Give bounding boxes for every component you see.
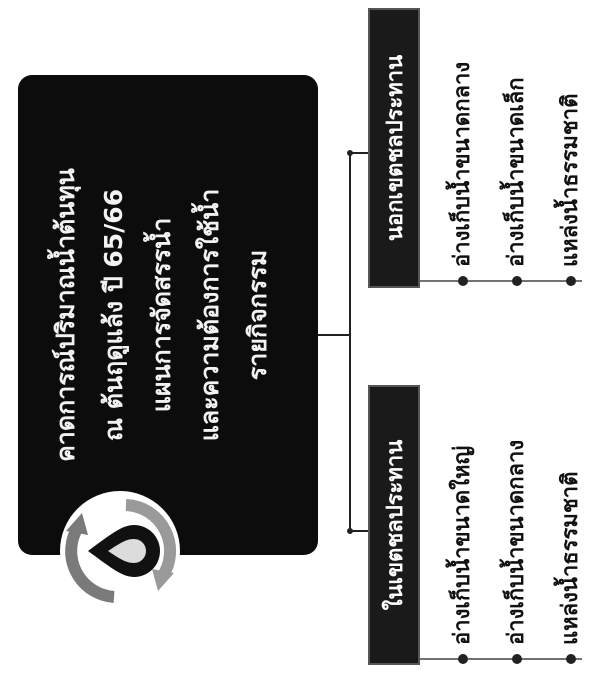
bullet-dot bbox=[458, 276, 468, 286]
out-irrigation-header: นอกเขตชลประทาน bbox=[368, 8, 420, 288]
left-item-1: อ่างเก็บน้ำขนาดใหญ่ bbox=[450, 445, 475, 645]
main-summary-box: คาดการณ์ปริมาณน้ำต้นทุน ณ ต้นฤดูแล้ง ปี … bbox=[18, 75, 318, 555]
bullet-dot bbox=[566, 654, 576, 664]
main-line-4: และความต้องการใช้น้ำ bbox=[195, 188, 224, 442]
bullet-dot bbox=[458, 654, 468, 664]
bullet-dot bbox=[512, 654, 522, 664]
bullet-dot bbox=[512, 276, 522, 286]
water-drop-recycle-icon bbox=[60, 491, 180, 611]
bullet-dot bbox=[566, 276, 576, 286]
main-line-5: รายกิจกรรม bbox=[243, 249, 272, 381]
main-line-1: คาดการณ์ปริมาณน้ำต้นทุน bbox=[51, 168, 80, 462]
right-item-2: อ่างเก็บน้ำขนาดเล็ก bbox=[504, 77, 529, 267]
in-irrigation-header: ในเขตชลประทาน bbox=[368, 385, 420, 665]
main-line-2: ณ ต้นฤดูแล้ง ปี 65/66 bbox=[99, 188, 128, 442]
main-line-3: แผนการจัดสรรน้ำ bbox=[147, 217, 176, 413]
right-item-3: แหล่งน้ำธรรมชาติ bbox=[558, 93, 583, 267]
left-item-2: อ่างเก็บน้ำขนาดกลาง bbox=[504, 439, 529, 645]
right-item-1: อ่างเก็บน้ำขนาดกลาง bbox=[450, 61, 475, 267]
left-item-3: แหล่งน้ำธรรมชาติ bbox=[558, 471, 583, 645]
